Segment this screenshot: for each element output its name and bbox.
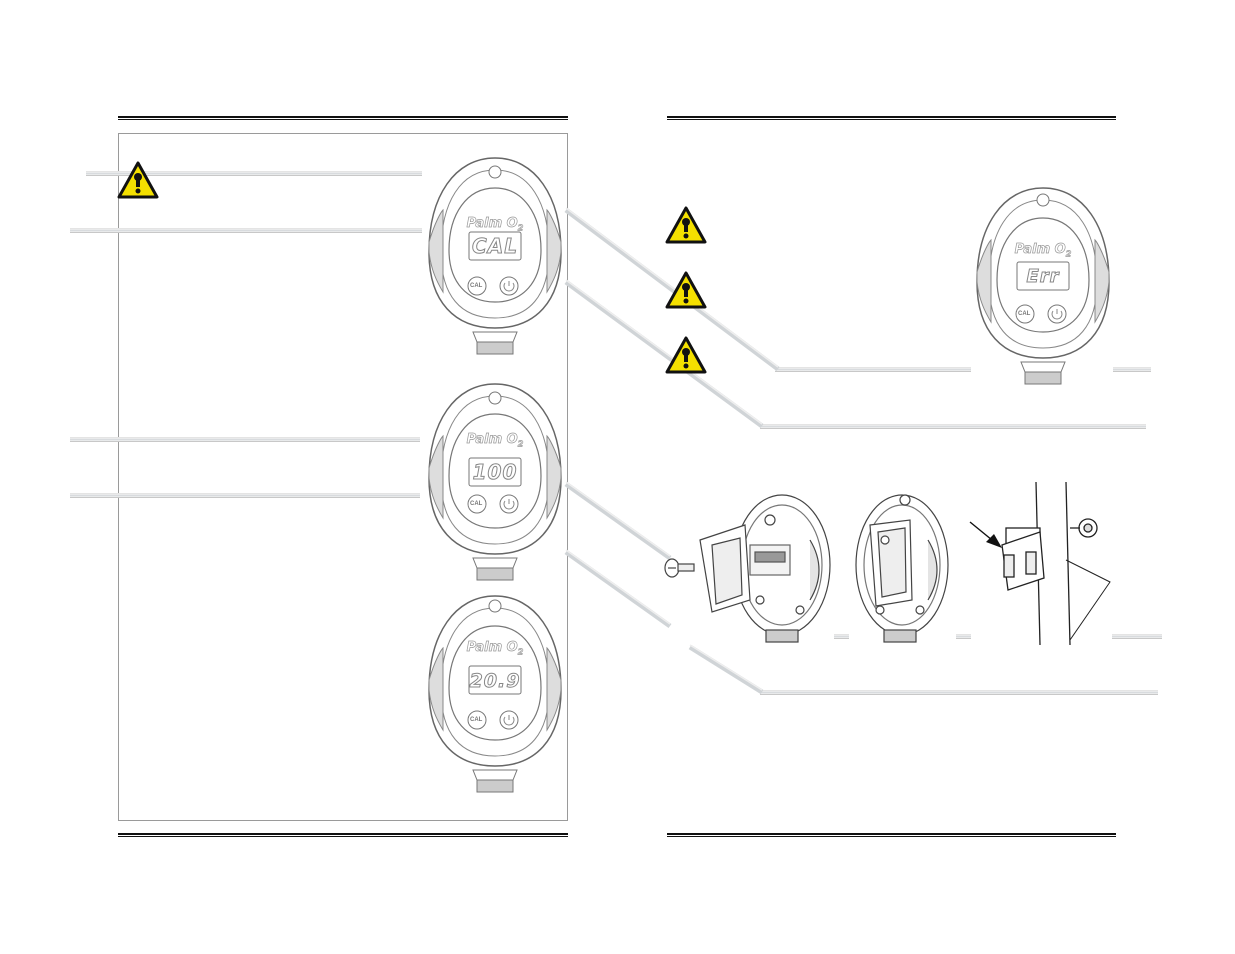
warning-triangle-icon xyxy=(665,336,707,374)
cal-button-label: CAL xyxy=(1018,311,1031,317)
left-warning-bar xyxy=(86,171,422,176)
display-readout: 100 xyxy=(472,460,518,485)
brand-label: Palm O2 xyxy=(466,640,524,657)
display-readout: Err xyxy=(1026,266,1060,288)
right-bar-1 xyxy=(775,367,971,372)
device-body xyxy=(428,595,562,793)
display-readout: 20.9 xyxy=(469,670,521,693)
bracket-mounted-illustration xyxy=(855,494,949,643)
oxygen-monitor-cal: Palm O2 CAL CAL xyxy=(425,152,565,362)
oxygen-monitor-err: Palm O2 Err CAL xyxy=(973,182,1113,392)
left-header-rule xyxy=(118,116,568,120)
power-icon xyxy=(1051,309,1063,320)
power-icon xyxy=(503,281,515,292)
left-page-frame xyxy=(118,133,568,821)
right-header-rule xyxy=(667,116,1116,120)
brand-label: Palm O2 xyxy=(466,216,524,233)
device-body xyxy=(428,157,562,355)
left-section-bar-3 xyxy=(70,493,420,498)
right-bar-1-end xyxy=(1113,367,1151,372)
knob-icon xyxy=(1070,518,1098,538)
brand-label: Palm O2 xyxy=(466,432,524,449)
cal-button-label: CAL xyxy=(470,717,483,723)
bracket-attach-illustration xyxy=(699,494,831,643)
power-icon xyxy=(503,715,515,726)
right-bar-2 xyxy=(760,424,1146,429)
oxygen-monitor-20-9: Palm O2 20.9 CAL xyxy=(425,590,565,800)
arrow-icon xyxy=(969,521,1002,548)
oxygen-monitor-100: Palm O2 100 CAL xyxy=(425,378,565,588)
brand-label: Palm O2 xyxy=(1014,242,1072,259)
device-body xyxy=(428,383,562,581)
warning-triangle-icon xyxy=(117,161,159,199)
left-footer-rule xyxy=(118,833,568,837)
right-bar-3-a xyxy=(834,634,849,639)
warning-triangle-icon xyxy=(665,206,707,244)
power-icon xyxy=(503,499,515,510)
device-body xyxy=(976,187,1110,385)
warning-triangle-icon xyxy=(665,271,707,309)
cal-button-label: CAL xyxy=(470,501,483,507)
right-bar-3-c xyxy=(1112,634,1162,639)
display-readout: CAL xyxy=(472,234,518,259)
pole-mount-illustration xyxy=(1001,481,1111,646)
right-bar-4 xyxy=(760,690,1158,695)
screw-icon xyxy=(664,558,695,578)
left-section-bar-1 xyxy=(70,228,422,233)
left-section-bar-2 xyxy=(70,437,420,442)
right-footer-rule xyxy=(667,833,1116,837)
right-bar-3-b xyxy=(956,634,971,639)
cal-button-label: CAL xyxy=(470,283,483,289)
